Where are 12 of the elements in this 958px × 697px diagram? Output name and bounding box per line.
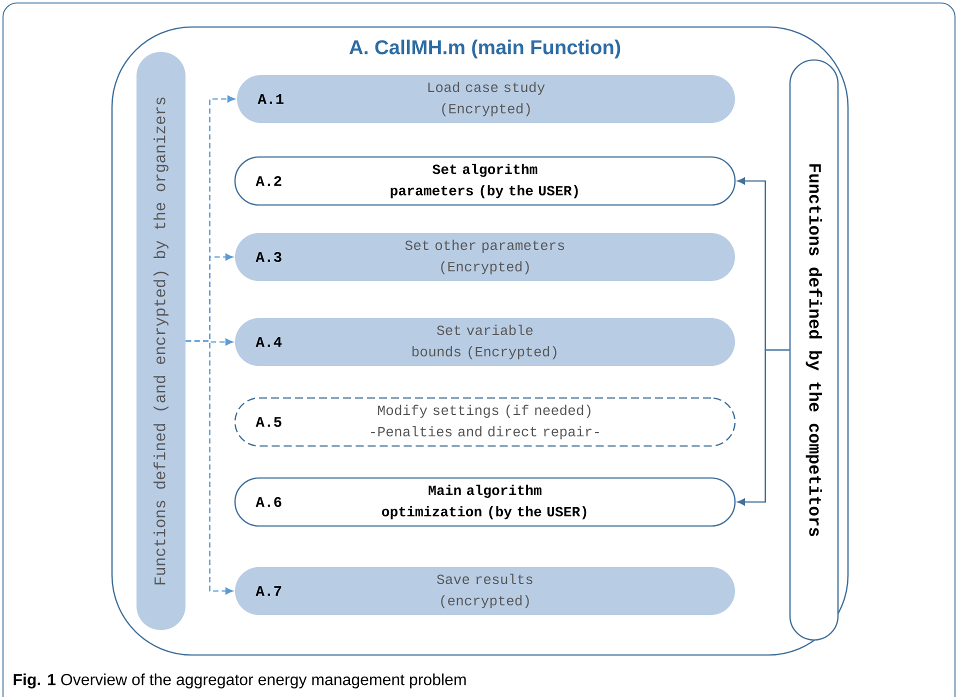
side-bar: Functions defined by the competitors — [789, 59, 839, 641]
arrow — [737, 349, 790, 506]
arrow — [186, 340, 233, 594]
process-box: A.7 Save results (encrypted) — [235, 567, 735, 615]
process-box: A.5 Modify settings (if needed) -Penalties and direct repair- — [234, 397, 736, 447]
process-box: A.2 Set algorithm parameters (by the USER) — [234, 156, 736, 206]
process-box: A.4 Set variable bounds (Encrypted) — [235, 318, 735, 366]
process-box: A.6 Main algorithm optimization (by the USER) — [234, 477, 736, 527]
process-box: A.1 Load case study (Encrypted) — [237, 75, 735, 123]
process-box: A.3 Set other parameters (Encrypted) — [235, 233, 735, 281]
caption: Fig. 1 Overview of the aggregator energy management problem — [14, 674, 466, 688]
side-bar: Functions defined (and encrypted) by the organizers — [136, 52, 186, 630]
